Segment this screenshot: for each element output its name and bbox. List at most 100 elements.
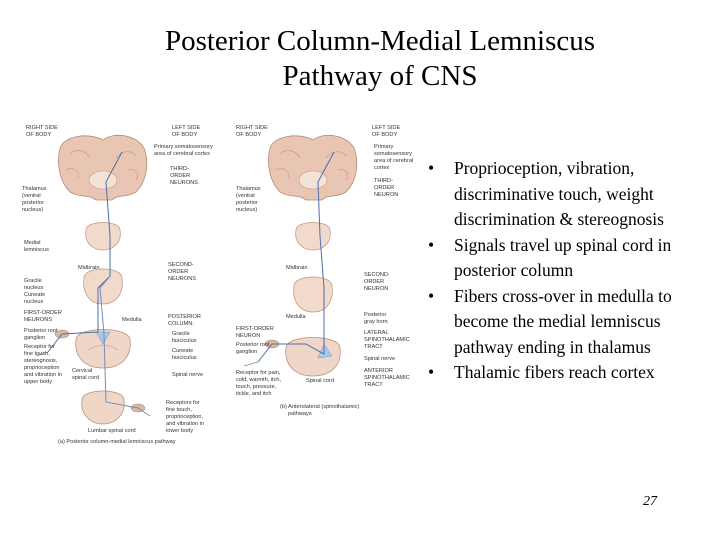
label-b-right-side-2: OF BODY — [236, 132, 261, 138]
label-b-lateral-2: SPINOTHALAMIC — [364, 337, 410, 343]
label-a-receptor-6: upper body — [24, 379, 52, 385]
label-a-receptor-2: fine touch, — [24, 351, 50, 357]
medulla-a — [83, 268, 123, 305]
label-b-thalamus-3: posterior — [236, 200, 258, 206]
label-a-cuneate-2: nucleus — [24, 299, 43, 305]
label-a-left-side-2: OF BODY — [172, 132, 197, 138]
label-a-cuneate-fasc-2: fasciculus — [172, 355, 197, 361]
thalamus-a — [88, 170, 118, 190]
label-b-left-side-1: LEFT SIDE — [372, 125, 400, 131]
label-a-thalamus-2: (ventral — [22, 193, 41, 199]
label-b-cortex-2: somatosensory — [374, 151, 412, 157]
label-a-receptor-lower-1: Receptors for — [166, 400, 200, 406]
page-number: 27 — [643, 494, 657, 509]
label-a-right-side-1: RIGHT SIDE — [26, 125, 58, 131]
label-a-cervical-2: spinal cord — [72, 375, 99, 381]
bullet-item-signals: Signals travel up spinal cord in posteri… — [424, 233, 714, 284]
panel-a: RIGHT SIDE OF BODY LEFT SIDE OF BODY Pri… — [22, 125, 213, 445]
label-b-posterior-gray-1: Posterior — [364, 312, 387, 318]
label-b-midbrain: Midbrain — [286, 265, 307, 271]
label-a-medulla: Medulla — [122, 317, 142, 323]
label-b-thalamus-2: (ventral — [236, 193, 255, 199]
cerebrum-b — [268, 134, 358, 201]
bullet-item-thalamic: Thalamic fibers reach cortex — [424, 360, 714, 386]
label-a-receptor-4: proprioception — [24, 365, 59, 371]
label-b-spinal-nerve: Spinal nerve — [364, 356, 395, 362]
label-b-receptor-3: touch, pressure, — [236, 384, 277, 390]
label-b-left-side-2: OF BODY — [372, 132, 397, 138]
label-b-third-3: NEURON — [374, 192, 398, 198]
label-a-spinal-nerve: Spinal nerve — [172, 372, 203, 378]
midbrain-b — [295, 222, 331, 251]
label-a-posterior-column-2: COLUMN: — [168, 321, 194, 327]
label-b-second-1: SECOND- — [364, 272, 390, 278]
label-a-gracile-fasc-1: Gracile — [172, 331, 190, 337]
pathway-illustration: RIGHT SIDE OF BODY LEFT SIDE OF BODY Pri… — [18, 118, 420, 448]
label-b-second-2: ORDER — [364, 279, 384, 285]
label-b-lateral-1: LATERAL — [364, 330, 388, 336]
label-b-anterior-3: TRACT — [364, 382, 383, 388]
label-b-thalamus-1: Thalamus — [236, 186, 261, 192]
label-a-first-2: NEURONS — [24, 317, 52, 323]
label-a-cortex-1: Primary somatosensory — [154, 144, 213, 150]
label-b-thalamus-4: nucleus) — [236, 207, 257, 213]
label-b-anterior-2: SPINOTHALAMIC — [364, 375, 410, 381]
label-a-receptor-lower-4: and vibration in — [166, 421, 204, 427]
panel-b: RIGHT SIDE OF BODY LEFT SIDE OF BODY Pri… — [236, 125, 413, 417]
label-a-posterior-column-1: POSTERIOR — [168, 314, 201, 320]
label-a-receptor-3: stereognosis, — [24, 358, 58, 364]
label-b-caption-1: (b) Anterolateral (spinothalamic) — [280, 404, 359, 410]
pathway-line-b — [257, 151, 335, 363]
lumbar-cord-a — [81, 390, 125, 425]
label-a-receptor-5: and vibration in — [24, 372, 62, 378]
label-b-medulla: Medulla — [286, 314, 306, 320]
label-a-left-side-1: LEFT SIDE — [172, 125, 200, 131]
label-a-receptor-lower-5: lower body — [166, 428, 193, 434]
label-a-third-3: NEURONS — [170, 180, 198, 186]
label-a-gracile-fasc-2: fasciculus — [172, 338, 197, 344]
label-a-caption: (a) Posterior column-medial lemniscus pa… — [58, 439, 176, 445]
label-a-cortex-2: area of cerebral cortex — [154, 151, 210, 157]
label-a-right-side-2: OF BODY — [26, 132, 51, 138]
label-b-cortex-4: cortex — [374, 165, 389, 171]
label-a-lumbar: Lumbar spinal cord — [88, 428, 136, 434]
label-a-thalamus-3: posterior — [22, 200, 44, 206]
label-b-receptor-4: tickle, and itch — [236, 391, 271, 397]
label-b-right-side-1: RIGHT SIDE — [236, 125, 268, 131]
label-a-thalamus-1: Thalamus — [22, 186, 47, 192]
label-b-third-1: THIRD- — [374, 178, 393, 184]
pathway-illustration-svg: RIGHT SIDE OF BODY LEFT SIDE OF BODY Pri… — [22, 125, 413, 445]
label-a-first-1: FIRST-ORDER — [24, 310, 62, 316]
label-a-midbrain: Midbrain — [78, 265, 99, 271]
title-line-2: Pathway of CNS — [282, 60, 478, 92]
label-a-cuneate-1: Cuneate — [24, 292, 45, 298]
label-a-second-1: SECOND- — [168, 262, 194, 268]
label-b-second-3: NEURON — [364, 286, 388, 292]
label-a-thalamus-4: nucleus) — [22, 207, 43, 213]
label-a-receptor-1: Receptor for — [24, 344, 55, 350]
bullet-list: Proprioception, vibration, discriminativ… — [424, 156, 714, 386]
label-a-receptor-lower-2: fine touch, — [166, 407, 192, 413]
label-b-receptor-1: Receptor for pain, — [236, 370, 281, 376]
bullet-item-proprioception: Proprioception, vibration, discriminativ… — [424, 156, 714, 233]
label-a-third-2: ORDER — [170, 173, 190, 179]
label-b-posterior-gray-2: gray horn — [364, 319, 388, 325]
label-a-ganglion-2: ganglion — [24, 335, 45, 341]
label-b-cortex-3: area of cerebral — [374, 158, 413, 164]
label-a-receptor-lower-3: proprioception, — [166, 414, 203, 420]
thalamus-b — [298, 170, 328, 190]
label-a-third-1: THIRD- — [170, 166, 189, 172]
label-b-lateral-3: TRACT — [364, 344, 383, 350]
label-a-second-3: NEURONS — [168, 276, 196, 282]
label-b-cortex-1: Primary — [374, 144, 393, 150]
label-b-first-2: NEURON — [236, 333, 260, 339]
label-a-cervical-1: Cervical — [72, 368, 92, 374]
label-b-spinal-cord: Spinal cord — [306, 378, 334, 384]
label-a-ganglion-1: Posterior root — [24, 328, 58, 334]
label-a-second-2: ORDER — [168, 269, 188, 275]
label-b-ganglion-1: Posterior root — [236, 342, 270, 348]
pathway-line-a — [47, 151, 123, 353]
label-a-gracile-2: nucleus — [24, 285, 43, 291]
slide-title: Posterior Column-Medial Lemniscus Pathwa… — [60, 24, 700, 94]
title-line-1: Posterior Column-Medial Lemniscus — [164, 25, 596, 57]
